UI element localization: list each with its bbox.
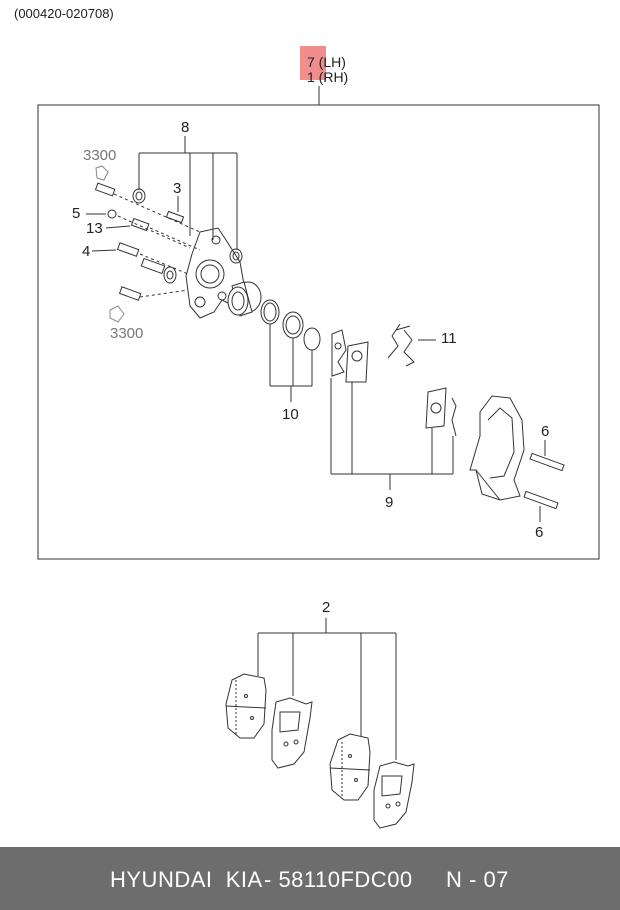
callout-3300-top[interactable]: 3300 <box>83 147 117 164</box>
callout-2-bracket <box>257 618 397 760</box>
callout-3300-bottom[interactable]: 3300 <box>110 325 144 342</box>
callout-10-bracket <box>269 324 313 402</box>
callout-5[interactable]: 5 <box>72 205 81 222</box>
piston <box>227 281 262 317</box>
callout-10[interactable]: 10 <box>282 406 299 423</box>
callout-3[interactable]: 3 <box>173 180 182 197</box>
callout-4[interactable]: 4 <box>82 243 91 260</box>
pad-1 <box>225 673 267 739</box>
pad-2 <box>271 697 313 769</box>
spring-11 <box>387 323 415 367</box>
assembly-lines <box>113 193 201 298</box>
carrier <box>469 395 525 501</box>
callout-6-bottom[interactable]: 6 <box>535 524 544 541</box>
shims <box>331 329 457 437</box>
callout-9-bracket <box>330 378 454 490</box>
footer-part-number: - 58110FDC00 <box>264 867 413 892</box>
bolts <box>94 182 185 301</box>
highlight-marker <box>300 46 326 80</box>
callout-6-top[interactable]: 6 <box>541 423 550 440</box>
callout-8-bracket <box>138 136 238 250</box>
callout-11[interactable]: 11 <box>441 330 457 347</box>
pad-4 <box>373 761 415 829</box>
clip-bottom <box>109 305 125 323</box>
callout-main-rh[interactable]: 1 (RH) <box>307 69 349 85</box>
pin-bottom <box>523 490 559 510</box>
footer-bar: HYUNDAI KIA - 58110FDC00 N - 07 <box>0 847 620 910</box>
callout-13[interactable]: 13 <box>86 220 103 237</box>
o-ring <box>303 327 321 351</box>
callout-8[interactable]: 8 <box>181 119 190 136</box>
pin-top <box>529 452 565 472</box>
pad-3 <box>329 733 371 801</box>
clip-top <box>95 165 109 181</box>
range-code: (000420-020708) <box>14 6 114 21</box>
callout-2[interactable]: 2 <box>322 599 331 616</box>
callout-9[interactable]: 9 <box>385 494 394 511</box>
footer-brand: HYUNDAI KIA <box>110 867 263 892</box>
callout-main-lh[interactable]: 7 (LH) <box>307 54 346 70</box>
footer-page: N - 07 <box>446 867 509 892</box>
